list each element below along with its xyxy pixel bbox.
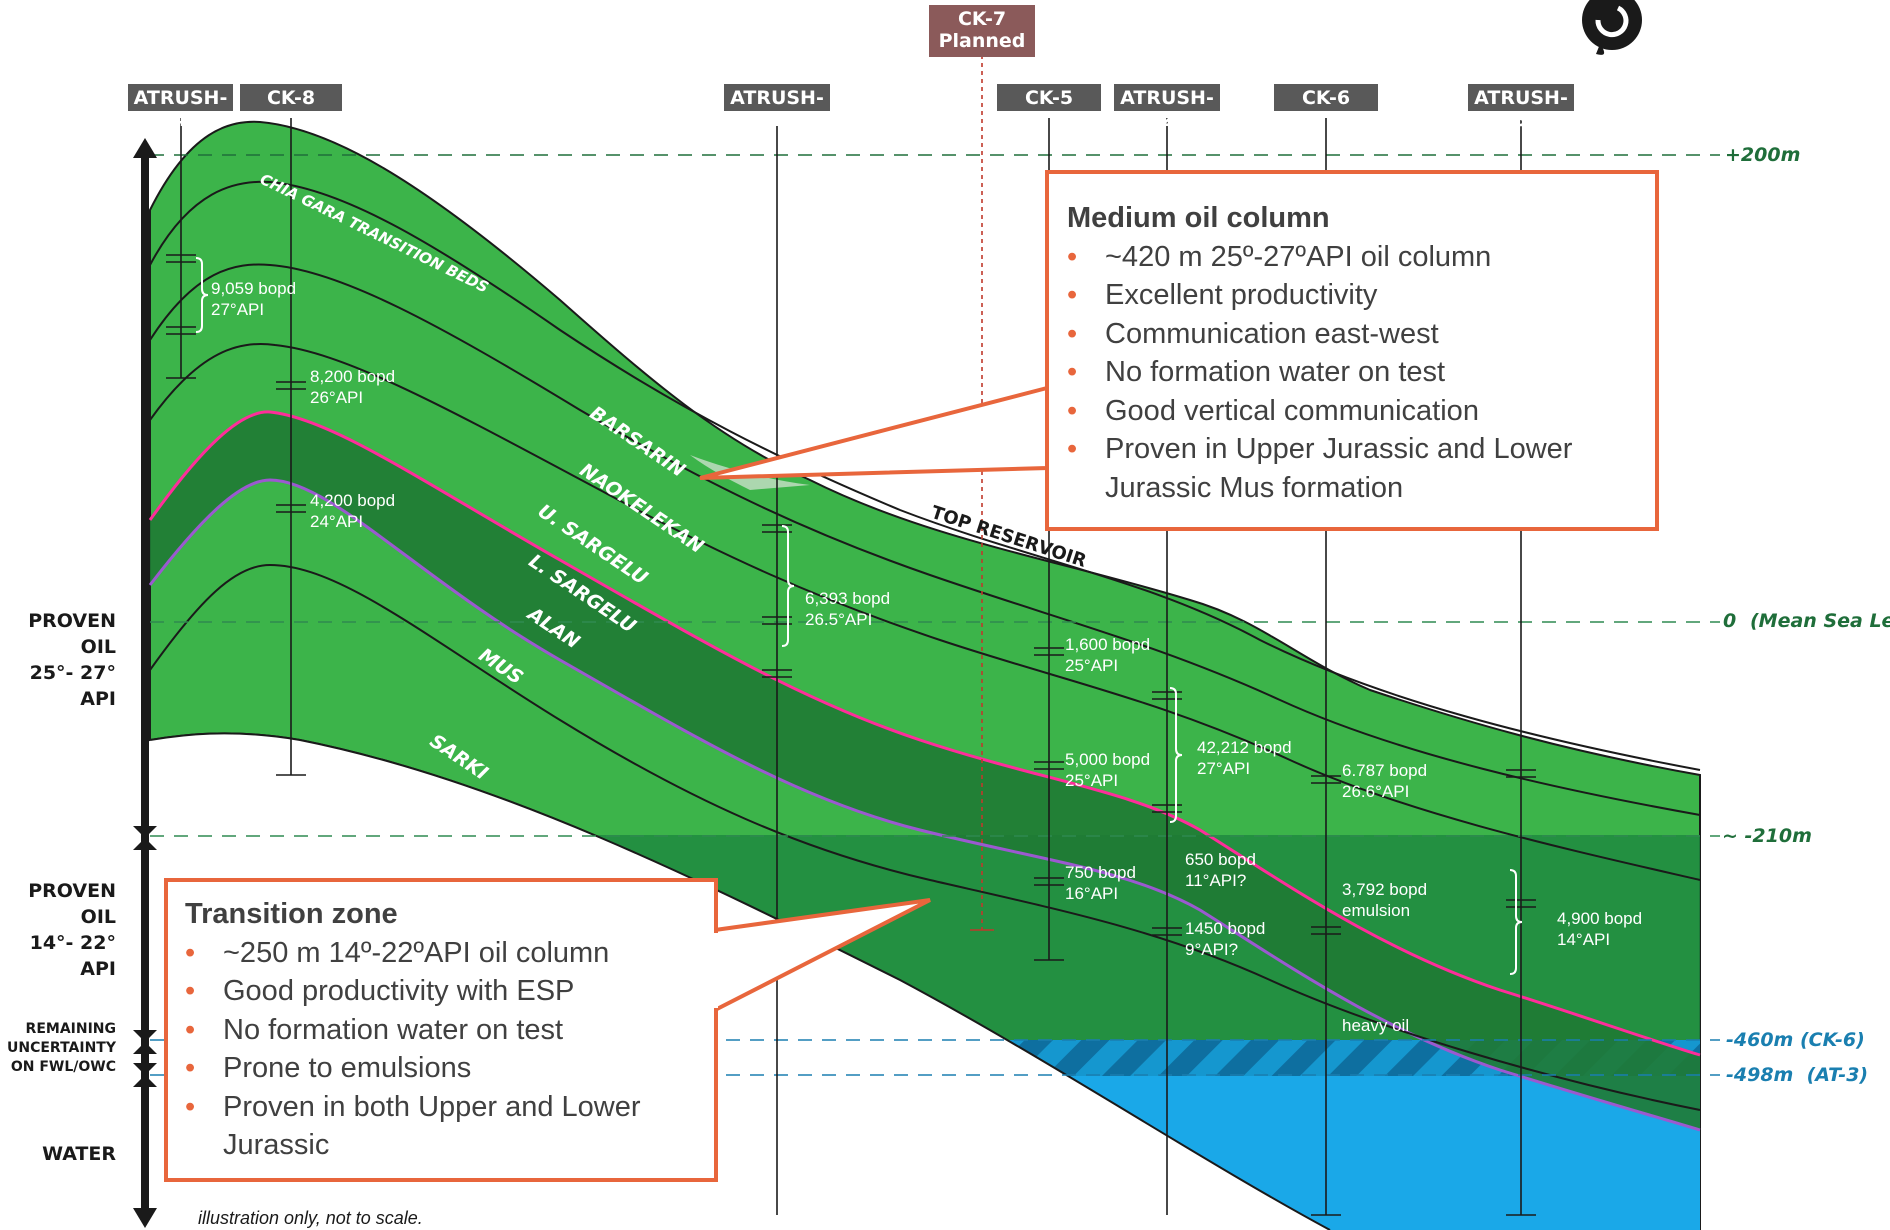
well-label-atrush4[interactable]: ATRUSH-4 <box>133 87 228 131</box>
medium-oil-callout-text: Medium oil column •~420 m 25º-27ºAPI oil… <box>1067 199 1652 507</box>
medium-oil-callout <box>1045 170 1659 531</box>
formation-label-alan: ALAN <box>523 603 584 654</box>
formation-label-sarki: SARKI <box>425 730 492 785</box>
depth-axis <box>133 138 157 1228</box>
depth-label-minus460: -460m (CK-6) <box>1726 1029 1865 1051</box>
purple-horizon <box>148 478 1701 1132</box>
well-label-atrush1[interactable]: ATRUSH-1 <box>730 87 824 131</box>
well-headers <box>128 5 1574 111</box>
alan-dark-band <box>150 411 1700 1130</box>
well-label-ck8[interactable]: CK-8 <box>266 87 316 109</box>
well-label-ck7[interactable]: CK-7 <box>957 8 1007 30</box>
transition-zone-callout <box>164 878 718 1182</box>
zone-label-water: WATER <box>42 1143 116 1165</box>
top-reservoir-wedge <box>690 455 810 490</box>
depth-label-plus200: +200m <box>1725 144 1801 166</box>
medium-oil-title: Medium oil column <box>1067 202 1330 234</box>
company-logo-icon <box>1582 0 1642 55</box>
depth-lines <box>150 154 1720 1076</box>
pink-horizon <box>148 410 1701 1057</box>
test-brackets <box>195 257 1523 975</box>
well-label-ck7-status: Planned <box>938 30 1026 52</box>
perforations <box>166 254 1536 936</box>
well-label-atrush3[interactable]: ATRUSH-3 <box>1474 87 1568 131</box>
depth-label-msl: (Mean Sea Level) <box>1750 610 1890 632</box>
footnote: illustration only, not to scale. <box>198 1208 423 1228</box>
well-label-atrush2[interactable]: ATRUSH-2 <box>1120 87 1214 131</box>
well-label-ck5[interactable]: CK-5 <box>1024 87 1074 109</box>
formation-label-mus: MUS <box>474 644 527 690</box>
transition-zone-title: Transition zone <box>185 898 398 930</box>
formation-label-top-reservoir: TOP RESERVOIR <box>928 502 1089 572</box>
transition-zone-callout-text: Transition zone •~250 m 14º-22ºAPI oil c… <box>185 895 710 1165</box>
well-label-ck6[interactable]: CK-6 <box>1301 87 1351 109</box>
depth-label-minus210: ~ -210m <box>1722 825 1812 847</box>
test-annotation: heavy oil <box>1342 1016 1410 1035</box>
depth-label-minus498: -498m (AT-3) <box>1726 1064 1869 1086</box>
depth-label-zero: 0 <box>1723 610 1737 632</box>
